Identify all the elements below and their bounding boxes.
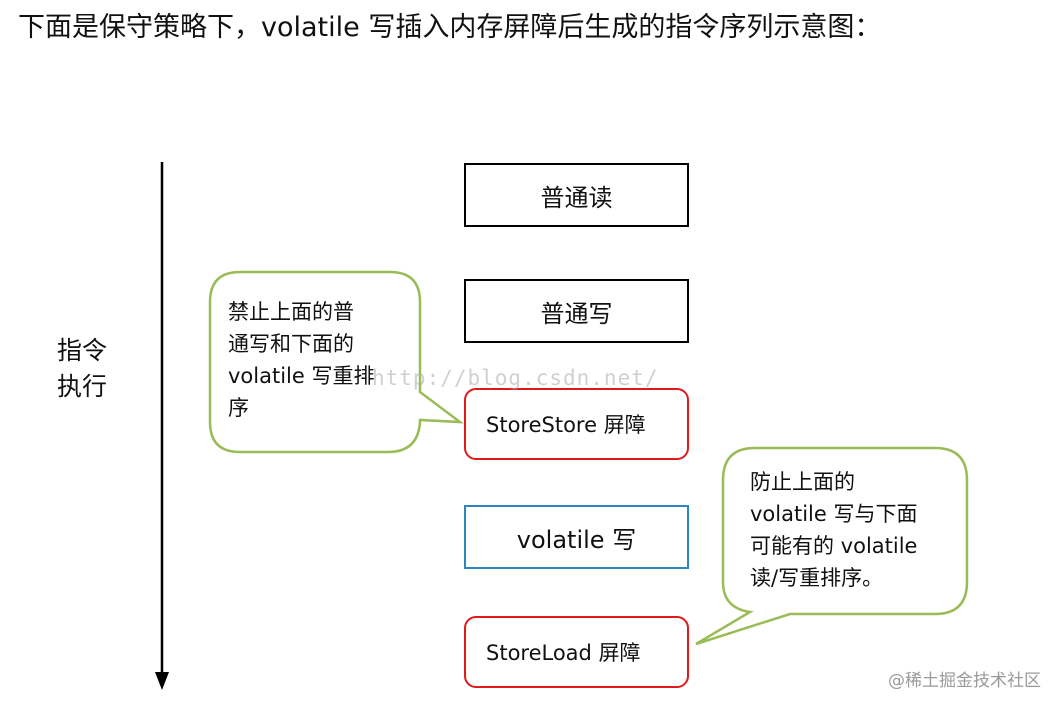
left-callout-bubble [208,270,465,454]
callout-line: 通写和下面的 [228,332,354,356]
axis-label-line1: 指令 [57,336,108,365]
instruction-label: StoreStore 屏障 [486,413,646,437]
instruction-volatile-write: volatile 写 [464,505,689,569]
execution-axis-label: 指令 执行 [57,333,127,405]
callout-line: 序 [228,396,249,420]
instruction-label: 普通读 [540,183,613,212]
callout-line: 读/写重排序。 [750,566,884,590]
left-callout-text: 禁止上面的普 通写和下面的 volatile 写重排 序 [228,296,413,424]
right-callout-bubble [695,446,969,646]
instruction-normal-write: 普通写 [464,279,689,343]
instruction-label: StoreLoad 屏障 [486,641,641,665]
storestore-barrier: StoreStore 屏障 [464,388,689,460]
callout-line: 防止上面的 [750,470,855,494]
instruction-label: volatile 写 [516,525,637,554]
axis-label-line2: 执行 [57,372,108,401]
callout-line: volatile 写重排 [228,364,375,388]
page-heading: 下面是保守策略下，volatile 写插入内存屏障后生成的指令序列示意图： [18,12,882,43]
watermark-site: @稀土掘金技术社区 [888,671,1041,691]
execution-arrowhead [155,672,169,690]
instruction-normal-read: 普通读 [464,163,689,227]
instruction-label: 普通写 [540,299,613,328]
storeload-barrier: StoreLoad 屏障 [464,616,689,688]
callout-line: 可能有的 volatile [750,534,918,558]
callout-line: volatile 写与下面 [750,502,918,526]
watermark-url: http://blog.csdn.net/ [372,366,659,390]
right-callout-text: 防止上面的 volatile 写与下面 可能有的 volatile 读/写重排序… [750,466,962,594]
callout-line: 禁止上面的普 [228,300,354,324]
